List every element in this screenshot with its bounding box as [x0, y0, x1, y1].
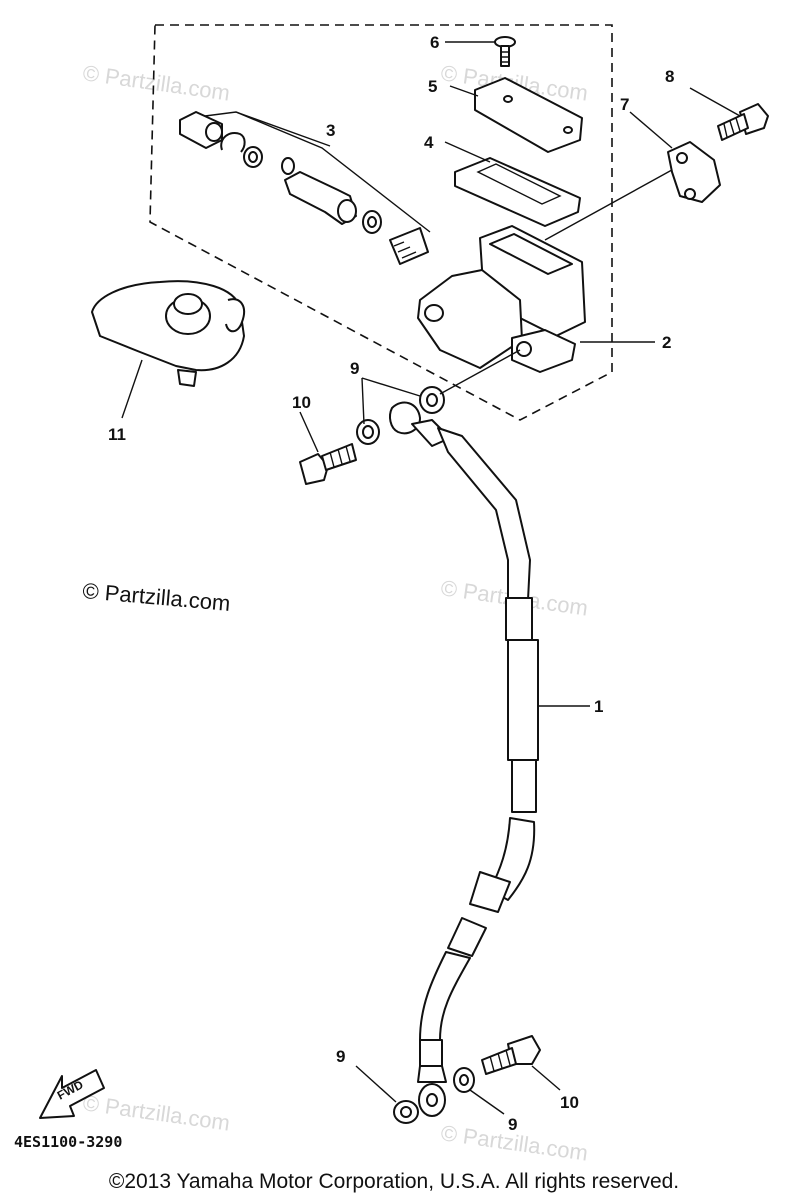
union-bolt-part-lower — [481, 1035, 541, 1075]
callout-10-lower: 10 — [560, 1093, 579, 1112]
callout-7: 7 — [620, 95, 629, 114]
callout-9-lower-right: 9 — [508, 1115, 517, 1134]
callout-8: 8 — [665, 67, 674, 86]
diagram-code: 4ES1100-3290 — [14, 1133, 122, 1151]
callout-2: 2 — [662, 333, 671, 352]
reservoir-cap-part — [474, 77, 583, 153]
copyright-notice: ©2013 Yamaha Motor Corporation, U.S.A. A… — [109, 1170, 679, 1193]
clamp-bolt-part — [717, 103, 769, 141]
assembly-boundary — [149, 24, 613, 421]
watermark-main: © Partzilla.com — [82, 578, 232, 616]
callout-6: 6 — [430, 33, 439, 52]
callout-10-upper: 10 — [292, 393, 311, 412]
callout-3: 3 — [326, 121, 335, 140]
callout-4: 4 — [424, 133, 434, 152]
callout-9-lower-left: 9 — [336, 1047, 345, 1066]
master-cylinder-part — [417, 225, 586, 373]
screw-part — [494, 36, 516, 67]
fwd-arrow-icon: FWD — [39, 1069, 105, 1119]
piston-kit-parts — [179, 111, 429, 265]
callout-11: 11 — [108, 425, 126, 444]
callout-5: 5 — [428, 77, 437, 96]
lever-cover-part — [91, 280, 246, 387]
watermark-bottom-left: © Partzilla.com — [81, 1090, 231, 1135]
watermark-top-left: © Partzilla.com — [81, 60, 231, 105]
callout-1: 1 — [594, 697, 603, 716]
callout-9-upper: 9 — [350, 359, 359, 378]
union-bolt-part-upper — [299, 443, 357, 485]
brake-hose-part — [389, 401, 539, 1117]
